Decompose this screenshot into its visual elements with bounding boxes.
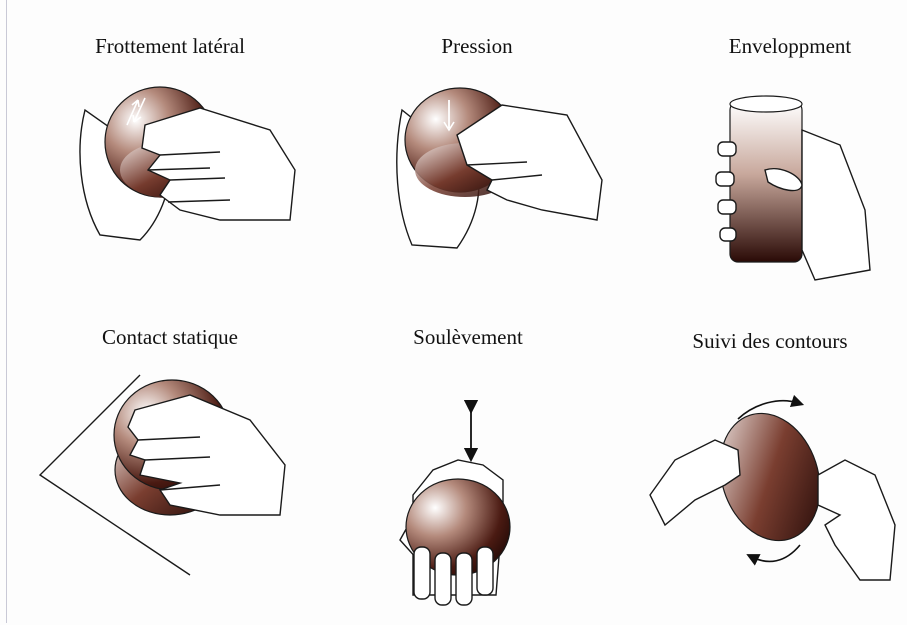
panel-contact-statique: Contact statique: [20, 315, 320, 615]
panel-pression: Pression: [327, 20, 627, 320]
panel-title: Pression: [327, 34, 627, 59]
rubbing-hand: [142, 108, 295, 220]
static-contact-illustration: [20, 365, 320, 625]
panel-suivi-des-contours: Suivi des contours: [620, 315, 907, 615]
right-hand: [818, 460, 895, 580]
panel-enveloppment: Enveloppment: [640, 20, 907, 320]
panel-title: Enveloppment: [640, 34, 907, 59]
panel-frottement-lateral: Frottement latéral: [20, 20, 320, 320]
rotation-arrow-bottom: [752, 545, 800, 561]
panel-title: Contact statique: [20, 325, 320, 350]
left-hand: [650, 440, 740, 525]
page-edge-line: [6, 0, 7, 623]
panel-soulevement: Soulèvement: [318, 315, 618, 615]
panel-title: Frottement latéral: [20, 34, 320, 59]
enclosure-illustration: [640, 70, 900, 300]
contour-following-illustration: [620, 365, 907, 625]
lateral-rub-illustration: [20, 70, 320, 300]
pressing-hand: [457, 105, 602, 220]
panel-title: Soulèvement: [318, 325, 618, 350]
lifting-illustration: [318, 365, 618, 625]
panel-title: Suivi des contours: [620, 329, 907, 354]
pressure-illustration: [327, 70, 627, 300]
